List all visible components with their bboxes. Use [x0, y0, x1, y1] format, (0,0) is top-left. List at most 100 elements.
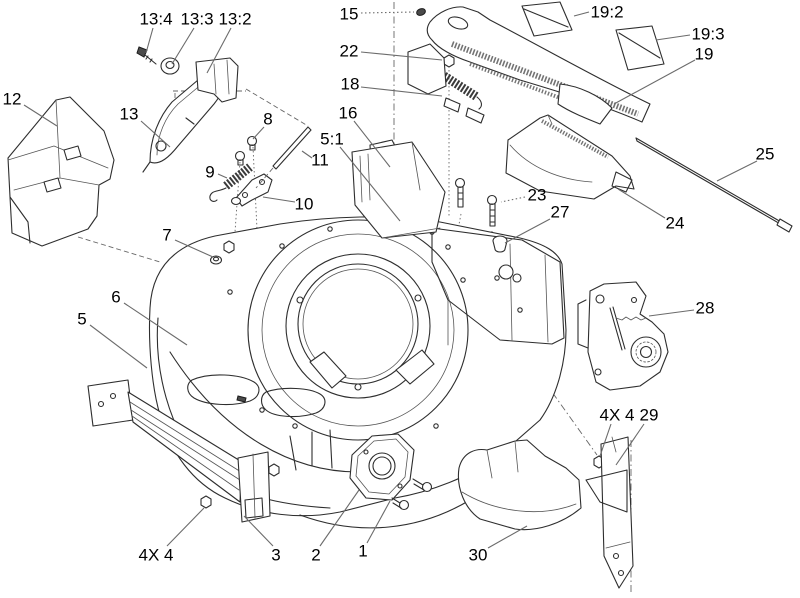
guard-foot [611, 171, 633, 193]
part-9-spring [209, 163, 253, 202]
bolt-head [398, 499, 410, 511]
callout-label-p23: 23 [528, 186, 547, 205]
part-2-cover-plate [349, 433, 415, 501]
spring-hook [476, 96, 482, 110]
callout-label-p3: 3 [271, 546, 280, 565]
part-7-hardware [209, 240, 235, 265]
bottom-left-nuts [200, 463, 280, 509]
rod [635, 137, 790, 230]
bolt-neck [237, 159, 244, 166]
callout-label-p9: 9 [205, 163, 214, 182]
deck-front-fold [169, 351, 359, 473]
callout-label-p13-3: 13:3 [180, 10, 213, 29]
leader-line-p12 [23, 104, 58, 127]
part-22-nut [443, 54, 455, 68]
hex-nut [200, 495, 212, 509]
bracket-outline [235, 173, 273, 207]
bracket-hole [617, 569, 625, 577]
plate-hole [397, 483, 403, 489]
leader-line-p29 [615, 423, 645, 466]
deflector-folds [461, 440, 577, 512]
leader-line-p28 [648, 309, 695, 317]
leader-line-p19-3 [655, 34, 691, 41]
guard-hatch [541, 119, 609, 159]
leader-line-p25 [716, 160, 758, 182]
latch-pivot [155, 140, 167, 152]
leader-line-p13-3 [171, 27, 195, 65]
leader-line-p18 [360, 86, 443, 97]
callout-label-p19: 19 [695, 45, 714, 64]
part-27-cap [492, 235, 522, 283]
bracket-lines [605, 436, 631, 549]
callout-label-p7: 7 [162, 226, 171, 245]
leader-line-p5-1 [339, 146, 401, 222]
leader-line-p2 [319, 489, 360, 547]
part-23-bolt [486, 194, 498, 227]
deck-dome-ring [247, 219, 469, 441]
hex-nut [223, 240, 235, 254]
plate-tab [577, 299, 589, 349]
grommet-hole [165, 60, 175, 70]
bumper-channel [127, 391, 243, 503]
hex-nut [268, 463, 280, 477]
bolt-head [234, 150, 246, 162]
plate-hole [109, 392, 117, 400]
corner-ribs [289, 429, 333, 471]
rod [272, 126, 312, 170]
spring-coil [223, 163, 253, 190]
bolt-shaft [391, 497, 402, 509]
leader-line-p4x4b [166, 507, 205, 547]
end-bracket-fold [252, 453, 256, 519]
part-19-handle-mount [407, 6, 651, 125]
part-19-2-decal [521, 1, 573, 37]
deck-rear-box-edges [447, 243, 549, 346]
decal-stripe [618, 32, 661, 59]
rim-hole [354, 383, 362, 391]
part-12-side-chute [7, 96, 115, 247]
part-11-rod [255, 126, 312, 189]
spring-hook [209, 187, 227, 202]
leader-line-p27 [504, 218, 551, 244]
bracket-details [359, 141, 441, 239]
hex-nut [443, 54, 455, 68]
plate-folds [213, 59, 230, 95]
callout-label-p22: 22 [340, 42, 359, 61]
leader-line-p30 [487, 525, 528, 549]
part-5-1-bracket [351, 141, 446, 239]
end-clip [244, 497, 264, 519]
bracket-hole [241, 191, 249, 199]
callout-label-p13-4: 13:4 [139, 10, 172, 29]
callout-label-p19-2: 19:2 [590, 3, 623, 22]
bumper-end-plate [87, 379, 134, 427]
chute-clip [63, 145, 82, 161]
bearing-hole [368, 452, 396, 480]
rod-phantom [255, 167, 274, 189]
mount-outline [426, 6, 651, 123]
callout-label-p18: 18 [341, 75, 360, 94]
leader-line-p5 [89, 324, 148, 369]
decal-stripe [523, 8, 569, 28]
alignment-line [501, 321, 598, 456]
callout-label-p2: 2 [311, 546, 320, 565]
chute-fin [9, 196, 31, 244]
part-10-bracket [230, 173, 273, 207]
callout-label-p6: 6 [111, 288, 120, 307]
bolt-head [486, 194, 498, 206]
keyhole-washer-tab [512, 273, 522, 283]
detent-teeth [615, 316, 647, 321]
plate-inner [355, 438, 409, 495]
callout-label-p8: 8 [263, 110, 272, 129]
apron-mark [236, 395, 247, 403]
part-24-rear-guard [505, 114, 635, 200]
mower-deck-housing [148, 216, 567, 529]
leader-line-p6 [123, 302, 188, 346]
callout-label-p13-2: 13:2 [218, 10, 251, 29]
leader-line-p3 [243, 515, 274, 547]
plate-slot [609, 306, 626, 351]
callout-label-p30: 30 [469, 546, 488, 565]
bracket-hole [612, 552, 620, 560]
leader-line-p13 [140, 120, 171, 148]
cap-screw [492, 235, 508, 253]
callout-label-p5: 5 [77, 310, 86, 329]
